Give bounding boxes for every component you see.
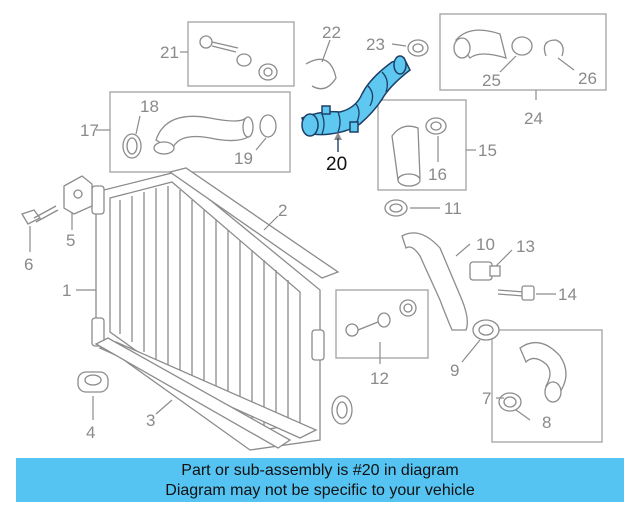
bolt-14 xyxy=(497,285,535,301)
callout-14: 14 xyxy=(558,285,577,304)
group-box-15 xyxy=(377,99,467,191)
group-box-17 xyxy=(109,91,291,173)
callout-23: 23 xyxy=(366,35,385,54)
clamp-9 xyxy=(472,319,500,341)
callout-1: 1 xyxy=(62,281,71,300)
clamp-18 xyxy=(122,133,142,159)
arrow-20 xyxy=(334,132,342,140)
group-box-21 xyxy=(187,21,295,87)
hose-17 xyxy=(153,115,254,155)
callout-16: 16 xyxy=(428,165,447,184)
callout-25: 25 xyxy=(482,71,501,90)
pipe-10 xyxy=(401,232,468,331)
mount-bracket xyxy=(63,175,93,215)
ring-25 xyxy=(511,36,533,56)
callout-8: 8 xyxy=(542,413,551,432)
intercooler xyxy=(91,167,353,451)
hose-24 xyxy=(453,29,507,59)
hose-7 xyxy=(519,341,567,403)
callout-19: 19 xyxy=(234,149,253,168)
callout-15: 15 xyxy=(478,141,497,160)
rubber-mount xyxy=(77,371,109,393)
o-ring-19 xyxy=(259,114,277,138)
callout-26: 26 xyxy=(578,69,597,88)
clamp-11 xyxy=(384,199,408,217)
lower-bracket xyxy=(94,337,292,449)
sensor-13 xyxy=(469,261,501,281)
callout-5: 5 xyxy=(66,231,75,250)
callout-labels: 1 2 3 4 5 6 7 8 9 10 11 12 13 14 15 16 1… xyxy=(24,23,597,442)
callout-9: 9 xyxy=(450,361,459,380)
callout-4: 4 xyxy=(86,423,95,442)
callout-20: 20 xyxy=(326,154,347,175)
callout-6: 6 xyxy=(24,255,33,274)
group-box-7 xyxy=(491,329,603,443)
banner-line-1: Part or sub-assembly is #20 in diagram xyxy=(181,462,459,479)
callout-2: 2 xyxy=(278,201,287,220)
callout-22: 22 xyxy=(322,23,341,42)
callout-10: 10 xyxy=(476,235,495,254)
callout-13: 13 xyxy=(516,237,535,256)
callout-21: 21 xyxy=(160,43,179,62)
leader-lines xyxy=(29,39,575,421)
clamp-23 xyxy=(407,39,429,57)
bolt-6 xyxy=(21,205,59,225)
clip-22 xyxy=(305,58,337,90)
clip-26 xyxy=(543,39,564,57)
callout-3: 3 xyxy=(146,411,155,430)
callout-24: 24 xyxy=(524,109,543,128)
hardware-12 xyxy=(345,299,417,337)
callout-11: 11 xyxy=(444,199,462,218)
info-banner: Part or sub-assembly is #20 in diagram D… xyxy=(16,458,624,502)
clamp-8 xyxy=(498,392,522,412)
group-box-12 xyxy=(335,289,429,359)
bolt-21 xyxy=(199,35,278,81)
highlighted-part-20 xyxy=(301,55,411,137)
callout-17: 17 xyxy=(80,121,99,140)
callout-7: 7 xyxy=(482,389,491,408)
clamp-16 xyxy=(425,117,447,135)
callout-18: 18 xyxy=(140,97,159,116)
group-box-24 xyxy=(439,13,607,91)
hose-15 xyxy=(391,125,421,187)
banner-line-2: Diagram may not be specific to your vehi… xyxy=(165,482,475,499)
callout-12: 12 xyxy=(370,369,389,388)
